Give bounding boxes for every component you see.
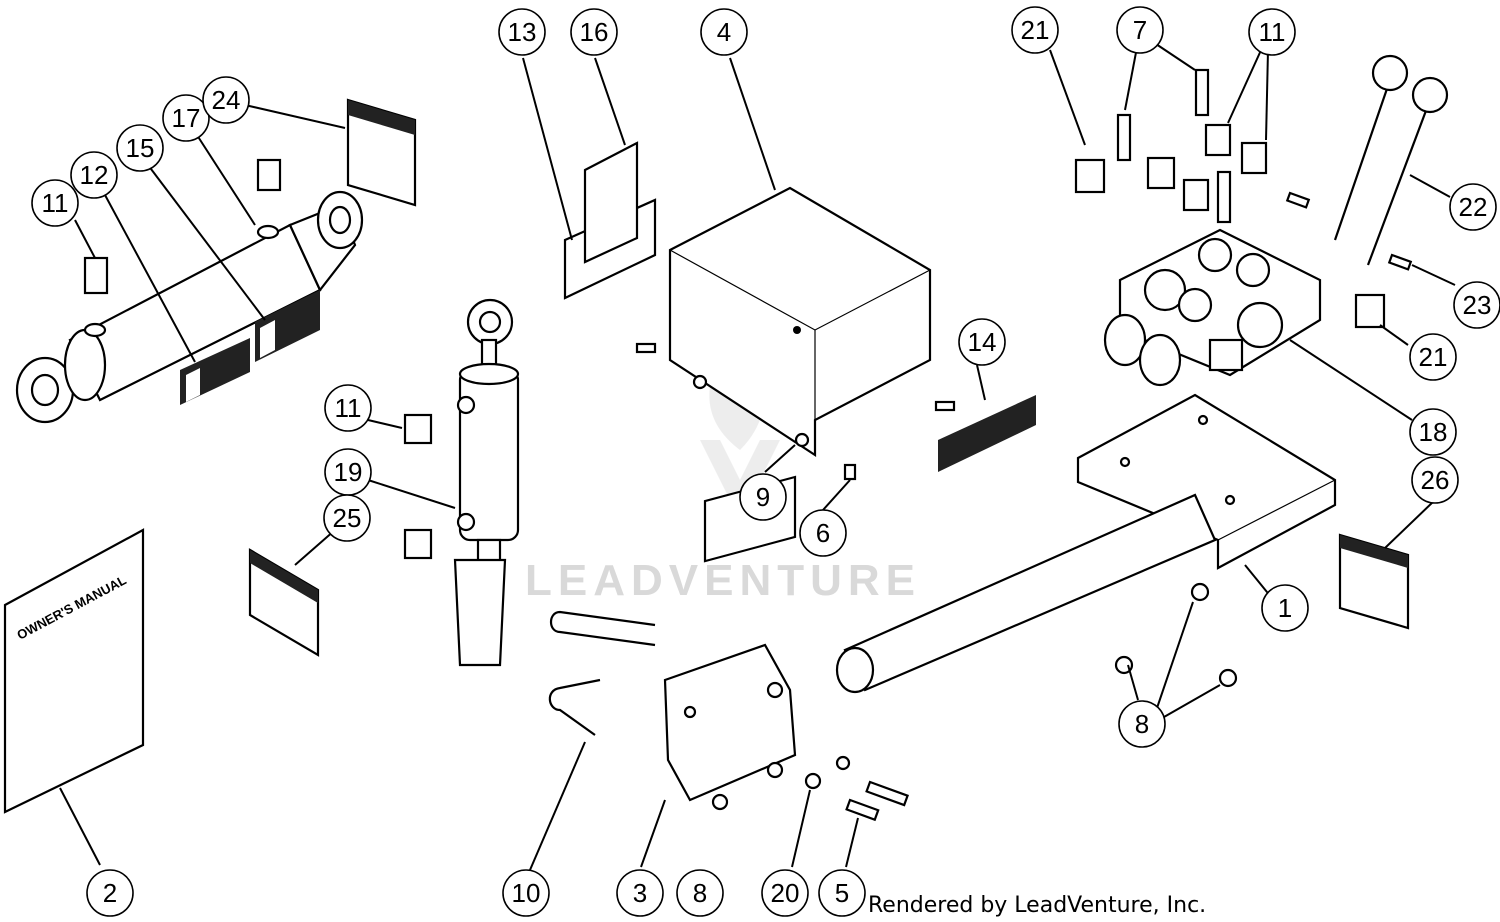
hydraulic-cylinder-vertical: [403, 298, 520, 667]
callout-21-top: 21: [1011, 6, 1059, 54]
svg-text:15: 15: [126, 133, 155, 163]
callout-20: 20: [761, 869, 809, 917]
svg-text:22: 22: [1459, 192, 1488, 222]
callout-4: 4: [700, 8, 748, 56]
svg-text:5: 5: [835, 878, 849, 908]
decal-25: [248, 548, 320, 657]
owners-manual: OWNER'S MANUAL: [3, 528, 145, 814]
hitch-bolts: [711, 755, 909, 822]
decal-15: [255, 290, 320, 362]
callout-8-hitch: 8: [676, 869, 724, 917]
callout-7: 7: [1116, 6, 1164, 54]
svg-text:8: 8: [693, 878, 707, 908]
svg-text:19: 19: [334, 457, 363, 487]
svg-text:2: 2: [103, 878, 117, 908]
callout-11-cylinder-top: 11: [31, 179, 79, 227]
svg-text:25: 25: [333, 503, 362, 533]
hydraulic-cylinder-horizontal: [15, 158, 364, 424]
callout-26: 26: [1411, 456, 1459, 504]
callout-5: 5: [818, 869, 866, 917]
callout-1: 1: [1261, 584, 1309, 632]
callout-22: 22: [1449, 183, 1497, 231]
callout-19: 19: [324, 448, 372, 496]
render-credit: Rendered by LeadVenture, Inc.: [868, 893, 1206, 918]
svg-text:1: 1: [1278, 593, 1292, 623]
callout-14: 14: [958, 318, 1006, 366]
valve-fittings: [1074, 68, 1413, 688]
u-bolt-lower: [548, 678, 601, 736]
svg-text:11: 11: [1259, 17, 1286, 47]
callout-16: 16: [570, 8, 618, 56]
u-bolt-upper: [549, 610, 656, 647]
leader-lines: [59, 41, 1456, 871]
svg-text:16: 16: [580, 17, 609, 47]
hitch-tube: [835, 493, 1217, 694]
hitch-receiver: [663, 475, 797, 802]
svg-text:24: 24: [212, 85, 241, 115]
callout-11-cylinder-side: 11: [324, 384, 372, 432]
svg-text:7: 7: [1133, 15, 1147, 45]
callout-6: 6: [799, 509, 847, 557]
valve-handles: [1333, 54, 1449, 266]
svg-text:6: 6: [816, 518, 830, 548]
callout-10: 10: [502, 869, 550, 917]
callout-2: 2: [86, 869, 134, 917]
decal-12: [180, 338, 250, 405]
callout-3: 3: [616, 869, 664, 917]
svg-text:13: 13: [508, 17, 537, 47]
callout-15: 15: [116, 124, 164, 172]
control-valve: [1103, 228, 1322, 387]
mount-bracket: [1076, 393, 1337, 570]
svg-text:12: 12: [80, 160, 109, 190]
valve-cover: [668, 186, 932, 458]
callout-23: 23: [1453, 281, 1500, 329]
svg-text:8: 8: [1135, 709, 1149, 739]
decal-14: [938, 395, 1036, 472]
svg-text:11: 11: [42, 188, 69, 218]
svg-text:3: 3: [633, 878, 647, 908]
svg-text:4: 4: [717, 17, 731, 47]
callout-9: 9: [739, 473, 787, 521]
svg-text:10: 10: [512, 878, 541, 908]
cover-screws: [635, 342, 956, 481]
svg-text:21: 21: [1021, 15, 1050, 45]
callout-18: 18: [1409, 408, 1457, 456]
callout-24: 24: [202, 76, 250, 124]
decal-26: [1338, 533, 1410, 630]
svg-text:18: 18: [1419, 417, 1448, 447]
callout-25: 25: [323, 494, 371, 542]
svg-text:9: 9: [756, 482, 770, 512]
svg-text:23: 23: [1463, 290, 1492, 320]
callout-17: 17: [162, 94, 210, 142]
svg-text:14: 14: [968, 327, 997, 357]
decal-24: [346, 98, 417, 207]
watermark-text: LEADVENTURE: [525, 556, 921, 605]
svg-text:26: 26: [1421, 465, 1450, 495]
callout-8-valve: 8: [1118, 700, 1166, 748]
svg-text:20: 20: [771, 878, 800, 908]
callout-11-valve: 11: [1248, 8, 1296, 56]
svg-text:11: 11: [335, 393, 362, 423]
svg-text:17: 17: [172, 103, 201, 133]
callout-13: 13: [498, 8, 546, 56]
svg-text:21: 21: [1419, 342, 1448, 372]
callout-12: 12: [70, 151, 118, 199]
decal-16: [583, 141, 639, 264]
callout-21-right: 21: [1409, 333, 1457, 381]
